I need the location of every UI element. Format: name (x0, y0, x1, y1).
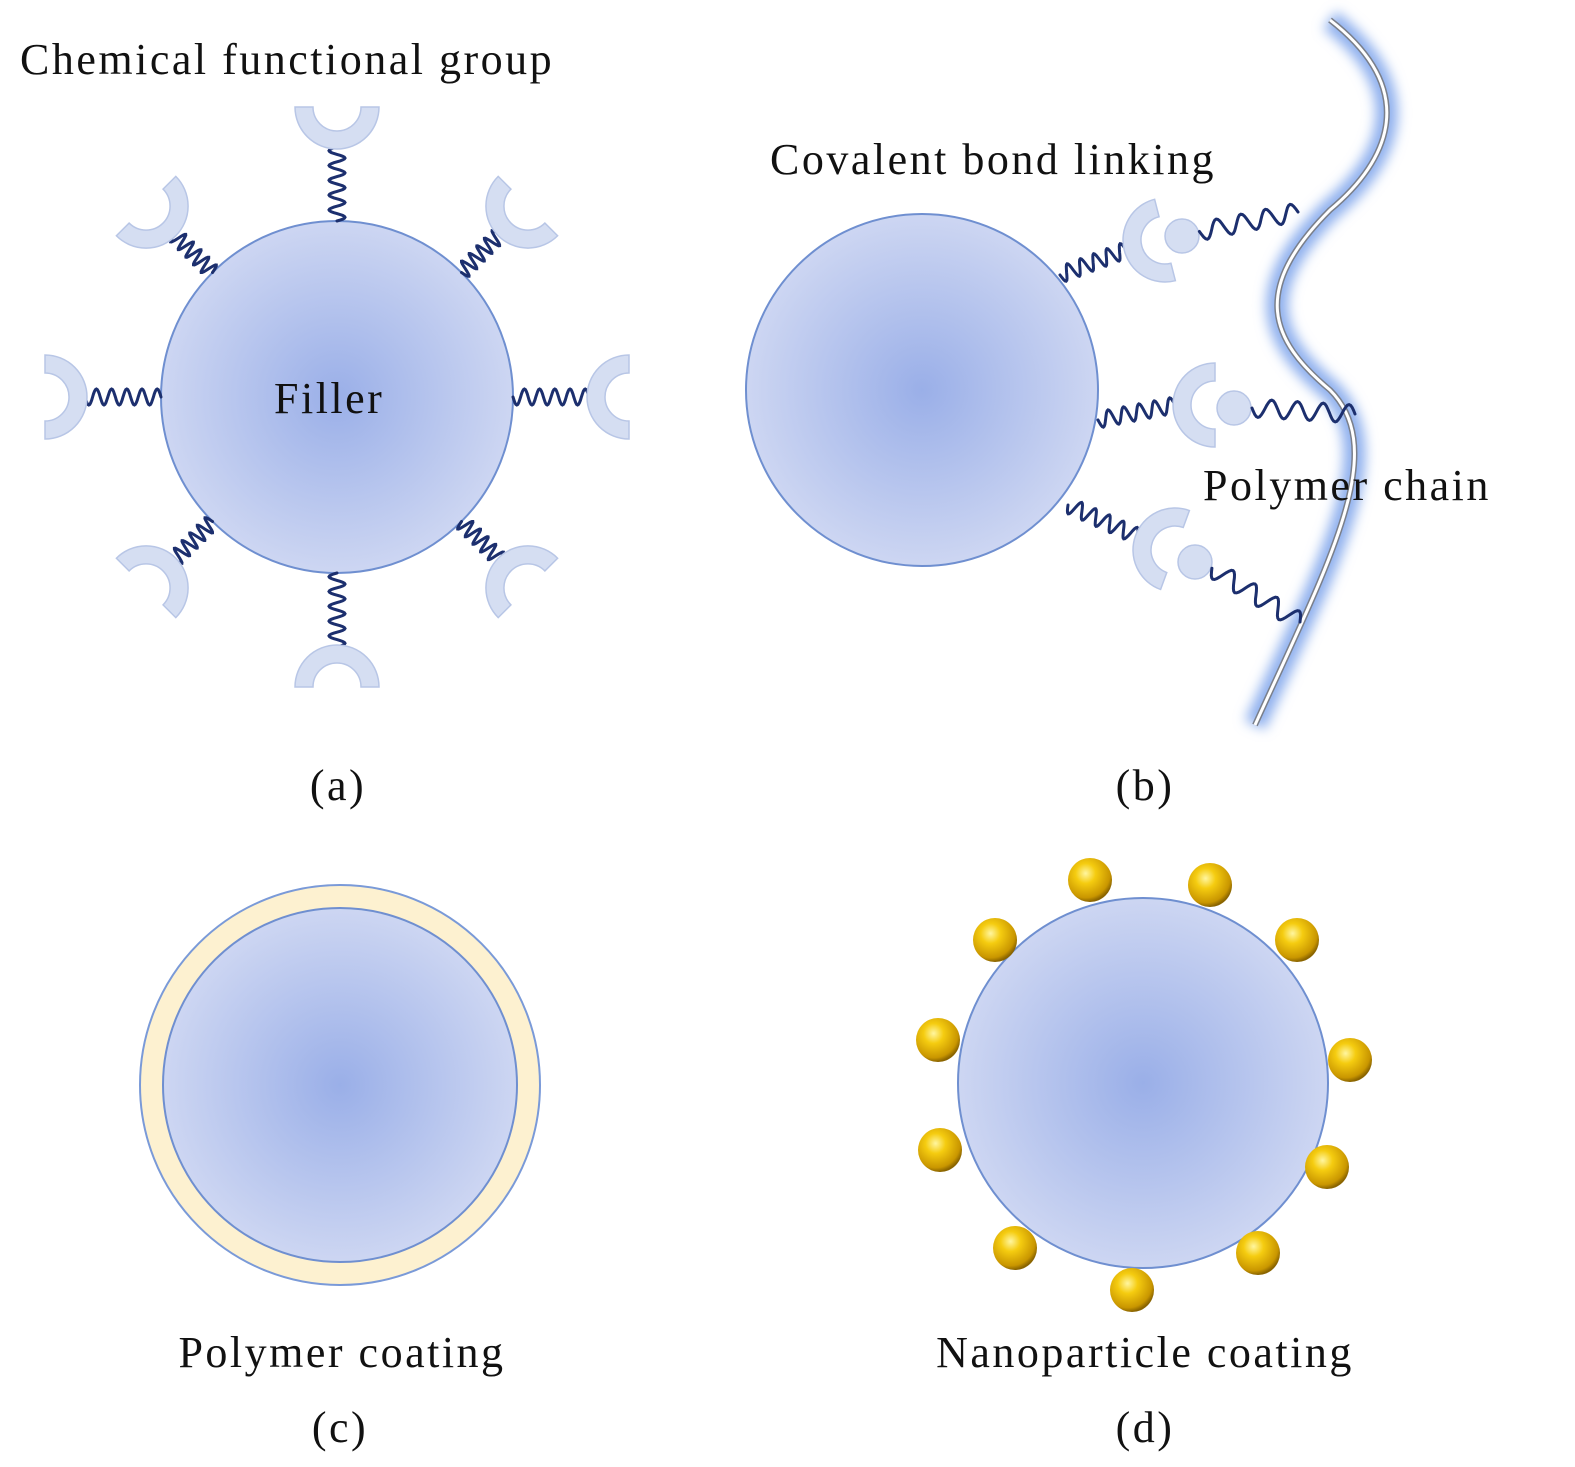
filler-particle (162, 907, 518, 1263)
panel-label-d: (d) (1116, 1403, 1175, 1452)
polymer-anchor-group (1216, 390, 1252, 426)
nanoparticle (1188, 863, 1232, 907)
functional-group-icon (485, 175, 559, 249)
nanoparticle (1305, 1145, 1349, 1189)
functional-group-icon (44, 354, 88, 440)
spring-linker (511, 387, 591, 407)
filler-particle (957, 897, 1329, 1269)
spring-linker (169, 232, 218, 274)
nanoparticle (918, 1128, 962, 1172)
panel-label-b: (b) (1116, 761, 1175, 810)
nanoparticle (993, 1226, 1037, 1270)
polymer-chain (1244, 11, 1398, 730)
functional-group-icon (115, 175, 189, 249)
nanoparticle (973, 918, 1017, 962)
nanoparticle (916, 1018, 960, 1062)
spring-linker (327, 571, 347, 649)
nanoparticle (1328, 1038, 1372, 1082)
spring-linker (1058, 242, 1128, 283)
nanoparticle (1275, 918, 1319, 962)
label-polymer-coating: Polymer coating (178, 1328, 505, 1377)
functional-group-icon (1122, 198, 1177, 283)
functional-group-icon (1132, 507, 1191, 591)
functional-group-icon (1172, 362, 1216, 448)
spring-linker (1065, 500, 1140, 541)
functional-group-icon (586, 354, 630, 440)
nanoparticle (1068, 858, 1112, 902)
nanoparticle (1110, 1268, 1154, 1312)
label-covalent-bond-linking: Covalent bond linking (770, 135, 1216, 184)
spring-linker (172, 516, 214, 565)
label-nanoparticle-coating: Nanoparticle coating (936, 1328, 1354, 1377)
spring-linker (327, 145, 347, 223)
spring-linker (460, 229, 502, 278)
panel-b-covalent-linking (745, 11, 1398, 730)
panel-c-polymer-coating (139, 884, 541, 1286)
filler-particle (745, 213, 1099, 567)
functional-group-icon (115, 545, 189, 619)
polymer-anchor-group (1164, 218, 1200, 254)
label-chemical-functional-group: Chemical functional group (20, 35, 554, 84)
nanoparticle (1236, 1231, 1280, 1275)
panel-label-a: (a) (310, 761, 366, 810)
spring-linker (1096, 396, 1177, 429)
spring-linker (1209, 566, 1303, 624)
label-filler: Filler (274, 374, 384, 423)
spring-linker (1250, 398, 1357, 424)
spring-linker (1197, 202, 1300, 241)
spring-linker (456, 520, 505, 562)
label-polymer-chain: Polymer chain (1203, 461, 1491, 510)
polymer-anchor-group (1177, 544, 1213, 580)
functional-group-icon (485, 545, 559, 619)
panel-d-nanoparticle-coating (916, 858, 1372, 1312)
panel-label-c: (c) (312, 1403, 368, 1452)
functional-group-icon (294, 644, 380, 688)
functional-group-icon (294, 106, 380, 150)
panel-a-functionalized-filler (44, 106, 630, 688)
spring-linker (83, 387, 163, 407)
